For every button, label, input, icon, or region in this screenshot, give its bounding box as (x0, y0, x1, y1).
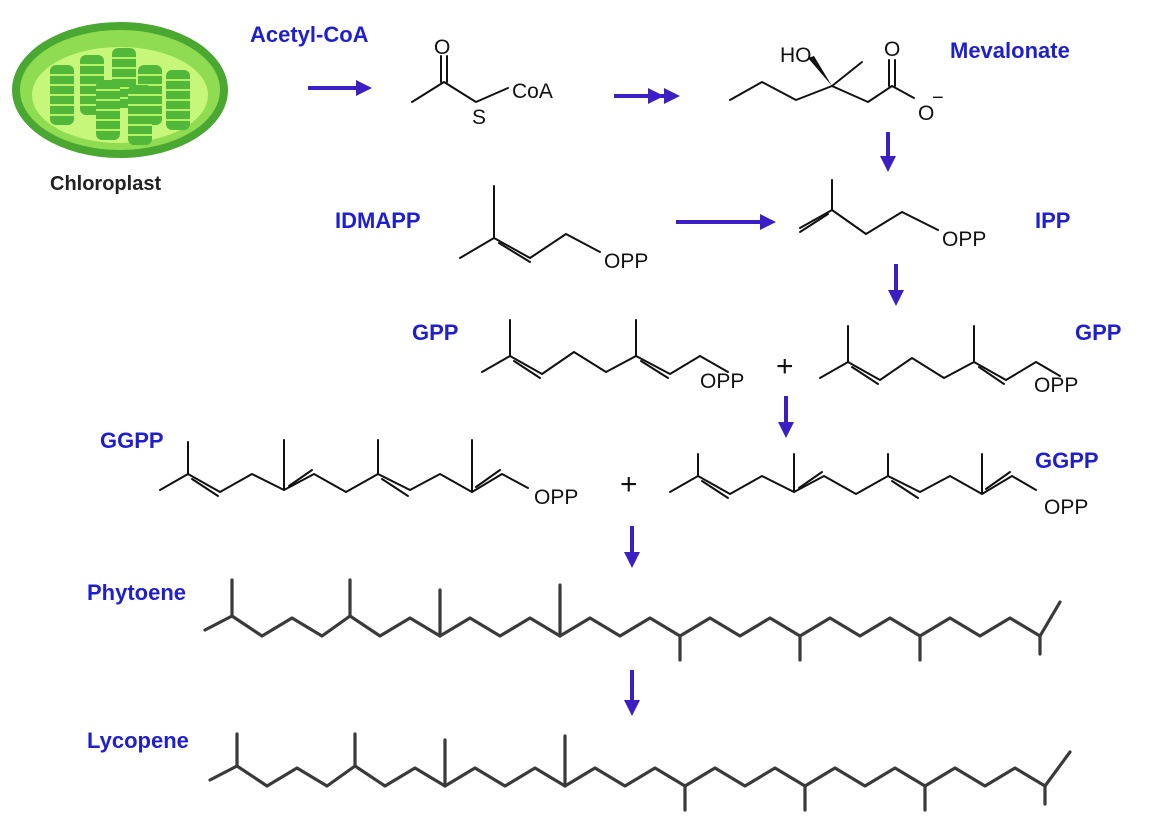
ipp-opp: OPP (942, 228, 986, 251)
idmapp-structure: OPP (459, 185, 648, 273)
ggpp-left-label: GGPP (100, 428, 164, 453)
arrow-ggpp-to-phytoene (624, 526, 640, 568)
arrow-acetyl-coa (308, 80, 372, 96)
ipp-label: IPP (1035, 208, 1070, 233)
mevalonate-structure: HO O O − (729, 38, 944, 125)
carbonyl-oxygen: O (884, 38, 900, 61)
arrow-double-mevalonate (614, 88, 680, 104)
arrow-gpp-to-ggpp (778, 396, 794, 438)
gpp-right-label: GPP (1075, 320, 1121, 345)
ipp-structure: OPP (799, 179, 986, 251)
gpp-left-opp: OPP (700, 370, 744, 393)
arrow-phytoene-to-lycopene (624, 670, 640, 716)
plus-sign-2: + (620, 468, 638, 501)
acetyl-coa-label: Acetyl-CoA (250, 22, 369, 47)
coa-group: CoA (512, 80, 553, 103)
chloroplast-icon (12, 22, 228, 158)
hydroxyl-group: HO (780, 44, 812, 67)
lycopene-structure (208, 732, 1072, 812)
phytoene-label: Phytoene (87, 580, 186, 605)
acetyl-coa-structure: O S CoA (411, 36, 553, 129)
idmapp-opp: OPP (604, 250, 648, 273)
idmapp-label: IDMAPP (335, 208, 421, 233)
gpp-left-label: GPP (412, 320, 458, 345)
arrow-ipp-to-gpp (888, 264, 904, 306)
sulfur-atom: S (472, 106, 486, 129)
phytoene-structure (203, 578, 1062, 662)
gpp-right-opp: OPP (1034, 374, 1078, 397)
mevalonate-label: Mevalonate (950, 38, 1070, 63)
arrow-idmapp-to-ipp (676, 214, 776, 230)
ggpp-right-opp: OPP (1044, 496, 1088, 519)
ggpp-right-label: GGPP (1035, 448, 1099, 473)
arrow-mevalonate-to-ipp (880, 132, 896, 172)
ggpp-left-opp: OPP (534, 486, 578, 509)
ggpp-left-structure: OPP (159, 439, 578, 509)
plus-sign-1: + (776, 350, 794, 383)
gpp-right-structure: OPP (819, 325, 1078, 397)
gpp-left-structure: OPP (481, 319, 744, 393)
carboxylate-oxygen: O (918, 102, 934, 125)
chloroplast-label: Chloroplast (50, 173, 161, 195)
oxygen-atom: O (434, 36, 450, 59)
ggpp-right-structure: OPP (669, 453, 1088, 519)
negative-charge: − (932, 87, 944, 109)
lycopene-label: Lycopene (87, 728, 189, 753)
